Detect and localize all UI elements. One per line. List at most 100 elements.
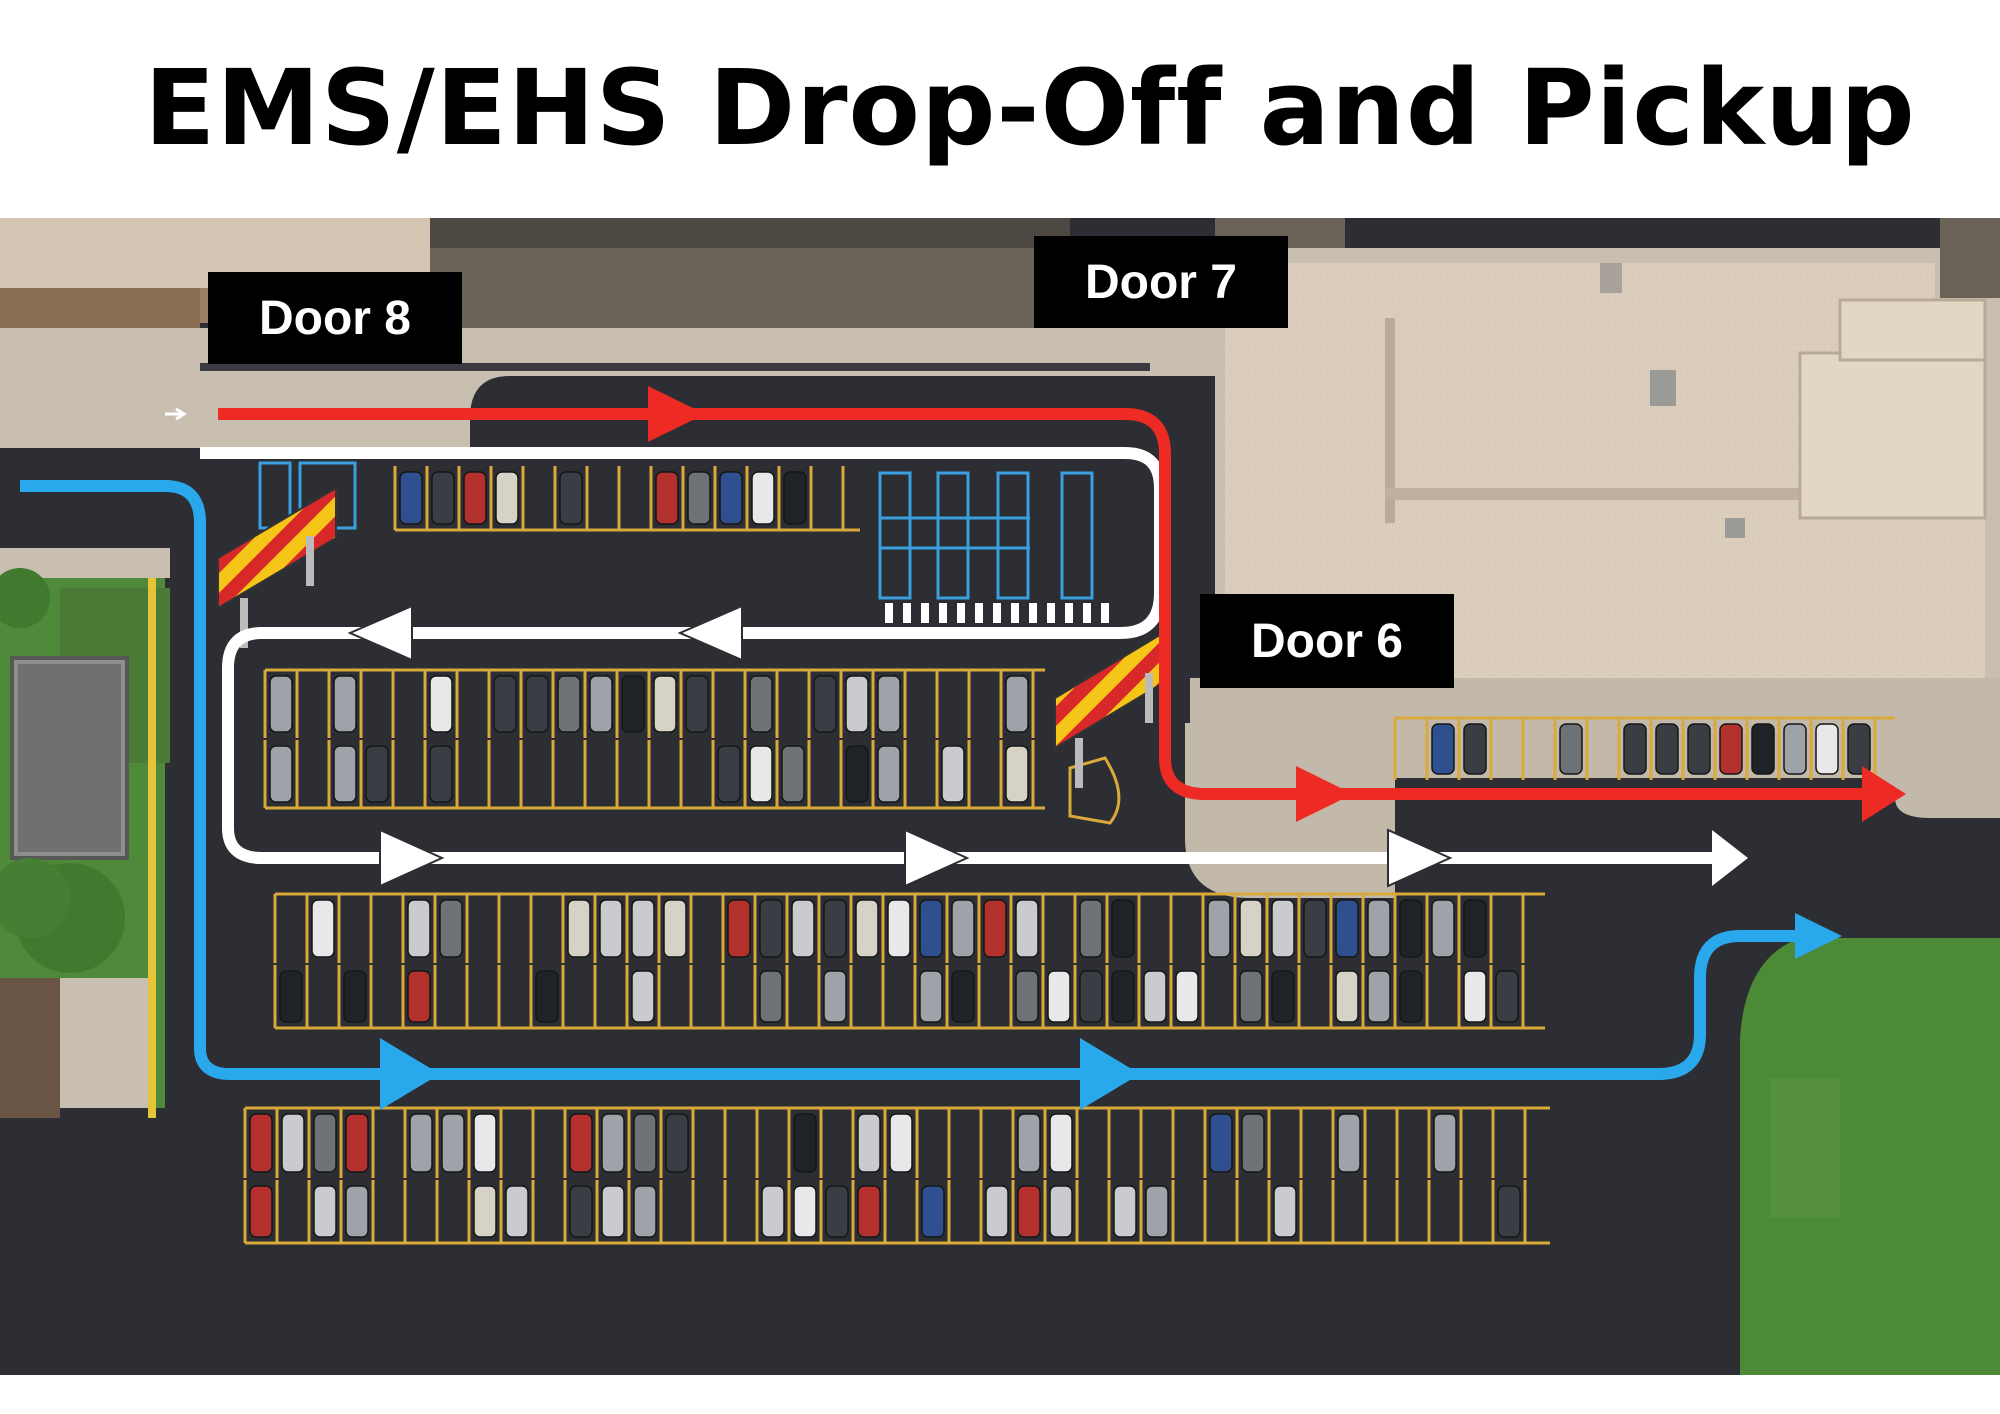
- parked-car: [249, 1185, 273, 1238]
- parked-car: [269, 675, 293, 733]
- parked-car: [569, 1113, 593, 1173]
- parked-car: [793, 1113, 817, 1173]
- parked-car: [601, 1185, 625, 1238]
- parked-car: [845, 675, 869, 733]
- parked-car: [463, 471, 487, 525]
- parked-car: [685, 675, 709, 733]
- parked-car: [1399, 970, 1423, 1023]
- parked-car: [631, 899, 655, 958]
- parked-car: [409, 1113, 433, 1173]
- parked-car: [783, 471, 807, 525]
- parked-car: [1273, 1185, 1297, 1238]
- parked-car: [717, 745, 741, 803]
- parked-car: [279, 970, 303, 1023]
- parked-car: [505, 1185, 529, 1238]
- parked-car: [1367, 899, 1391, 958]
- parked-car: [495, 471, 519, 525]
- parked-car: [781, 745, 805, 803]
- parked-car: [1239, 970, 1263, 1023]
- parked-car: [749, 675, 773, 733]
- parked-car: [1431, 899, 1455, 958]
- island-hatch: [1068, 756, 1121, 825]
- arrow-right-icon: [1795, 913, 1842, 959]
- parked-car: [631, 970, 655, 1023]
- crosswalk: [885, 603, 1109, 623]
- parked-car: [599, 899, 623, 958]
- parked-car: [877, 745, 901, 803]
- grass-right: [1740, 938, 2000, 1375]
- parked-car: [431, 471, 455, 525]
- parked-car: [429, 745, 453, 803]
- parked-car: [1559, 723, 1583, 775]
- parked-car: [855, 899, 879, 958]
- parked-car: [1271, 899, 1295, 958]
- parked-car: [751, 471, 775, 525]
- parked-car: [1113, 1185, 1137, 1238]
- parked-car: [887, 899, 911, 958]
- parked-car: [719, 471, 743, 525]
- parked-car: [1017, 1113, 1041, 1173]
- parked-car: [281, 1113, 305, 1173]
- parked-car: [559, 471, 583, 525]
- parked-car: [951, 970, 975, 1023]
- parked-car: [1495, 970, 1519, 1023]
- parked-car: [727, 899, 751, 958]
- parked-car: [601, 1113, 625, 1173]
- parked-car: [791, 899, 815, 958]
- aerial-parking-lot-map: [0, 218, 2000, 1375]
- parked-car: [1463, 723, 1487, 775]
- parked-car: [269, 745, 293, 803]
- parked-car: [1337, 1113, 1361, 1173]
- parked-car: [1005, 675, 1029, 733]
- parked-car: [399, 471, 423, 525]
- parked-car: [1049, 1113, 1073, 1173]
- parked-car: [919, 970, 943, 1023]
- parked-car: [1399, 899, 1423, 958]
- parked-car: [249, 1113, 273, 1173]
- parked-car: [1207, 899, 1231, 958]
- parked-car: [633, 1113, 657, 1173]
- parked-car: [761, 1185, 785, 1238]
- parked-car: [1005, 745, 1029, 803]
- parked-car: [1463, 899, 1487, 958]
- parked-car: [1015, 970, 1039, 1023]
- arrow-right-icon: [380, 1038, 440, 1110]
- parked-car: [333, 745, 357, 803]
- parked-car: [1497, 1185, 1521, 1238]
- parked-car: [1687, 723, 1711, 775]
- parked-car: [1015, 899, 1039, 958]
- parked-car: [1751, 723, 1775, 775]
- parked-car: [857, 1113, 881, 1173]
- parked-car: [1433, 1113, 1457, 1173]
- blue-route-line: [20, 480, 1800, 1080]
- parked-car: [345, 1113, 369, 1173]
- parked-car: [1335, 899, 1359, 958]
- parked-car: [1239, 899, 1263, 958]
- parked-car: [877, 675, 901, 733]
- door-8-label: Door 8: [208, 272, 462, 364]
- parked-car: [1623, 723, 1647, 775]
- red-route-line: [218, 408, 1880, 800]
- parked-car: [1111, 970, 1135, 1023]
- parked-car: [365, 745, 389, 803]
- parked-car: [889, 1113, 913, 1173]
- parked-car: [921, 1185, 945, 1238]
- parked-car: [985, 1185, 1009, 1238]
- parked-car: [473, 1113, 497, 1173]
- parked-car: [665, 1113, 689, 1173]
- parked-car: [1079, 899, 1103, 958]
- parked-car: [1143, 970, 1167, 1023]
- arrow-right-icon: [1712, 830, 1748, 886]
- parked-car: [333, 675, 357, 733]
- parked-car: [1209, 1113, 1233, 1173]
- arrow-left-icon: [677, 604, 743, 662]
- parked-car: [633, 1185, 657, 1238]
- arrow-right-icon: [1296, 766, 1353, 822]
- parked-car: [1047, 970, 1071, 1023]
- parked-car: [557, 675, 581, 733]
- parked-car: [655, 471, 679, 525]
- parked-car: [793, 1185, 817, 1238]
- parked-car: [589, 675, 613, 733]
- parked-car: [1303, 899, 1327, 958]
- parked-car: [1241, 1113, 1265, 1173]
